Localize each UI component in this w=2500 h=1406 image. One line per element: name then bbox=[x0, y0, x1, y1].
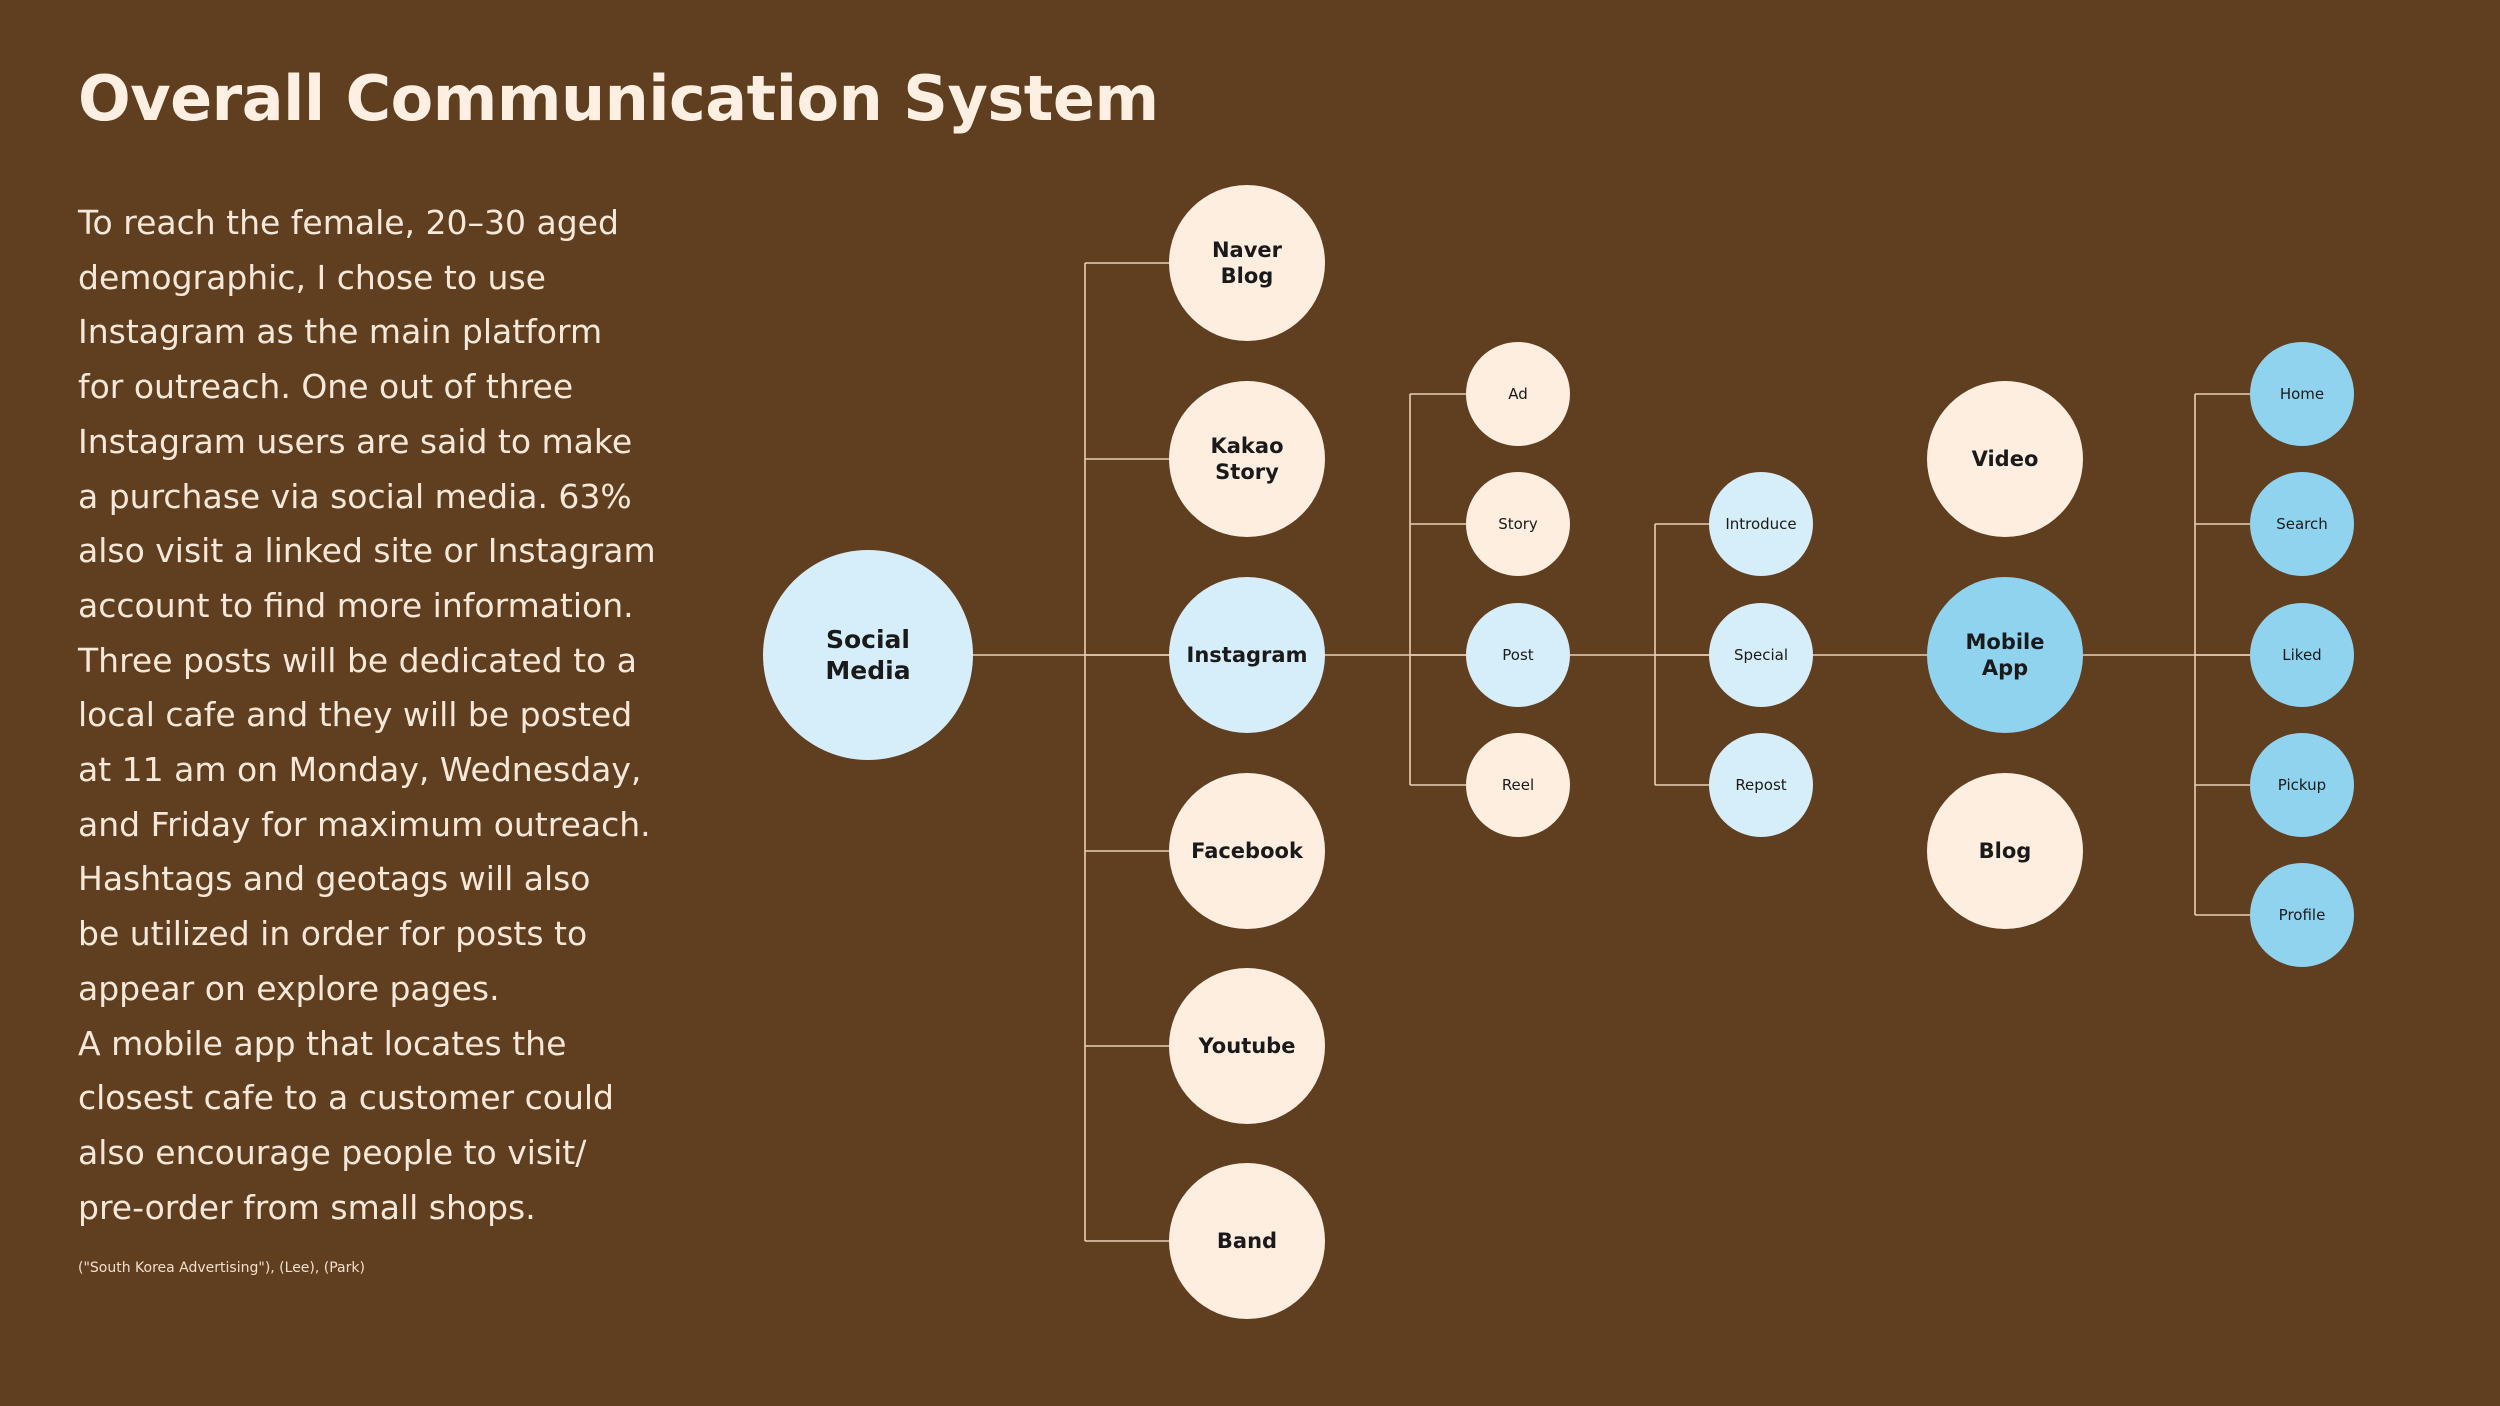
node-circle bbox=[1169, 968, 1325, 1124]
node-label: Pickup bbox=[2278, 776, 2326, 794]
node-circle bbox=[1169, 381, 1325, 537]
node-circle bbox=[1466, 733, 1570, 837]
node-label: Liked bbox=[2282, 646, 2321, 664]
description-line: be utilized in order for posts to bbox=[78, 914, 588, 954]
node-label: Youtube bbox=[1198, 1034, 1296, 1058]
description-line: Instagram users are said to make bbox=[78, 421, 633, 461]
node-label: Profile bbox=[2279, 906, 2326, 924]
node-label: Kakao bbox=[1210, 434, 1283, 458]
node-label: Introduce bbox=[1725, 515, 1796, 533]
node-circle bbox=[1466, 342, 1570, 446]
node-circle bbox=[1169, 773, 1325, 929]
node-circle bbox=[2250, 733, 2354, 837]
node-circle bbox=[1709, 472, 1813, 576]
node-label: Blog bbox=[1221, 264, 1274, 288]
node-circle bbox=[1927, 381, 2083, 537]
node-label: Naver bbox=[1212, 238, 1283, 262]
node-label: Story bbox=[1498, 515, 1538, 533]
node-label: Reel bbox=[1502, 776, 1534, 794]
node-circle bbox=[1927, 773, 2083, 929]
description-line: Hashtags and geotags will also bbox=[78, 859, 591, 899]
node-label: App bbox=[1982, 656, 2028, 680]
node-label: Search bbox=[2276, 515, 2328, 533]
description-line: Instagram as the main platform bbox=[78, 312, 603, 352]
channel-node-video: Video bbox=[1927, 381, 2083, 537]
node-circle bbox=[763, 550, 973, 760]
node-circle bbox=[2250, 863, 2354, 967]
platform-node-youtube: Youtube bbox=[1169, 968, 1325, 1124]
description-line: also encourage people to visit/ bbox=[78, 1132, 587, 1172]
node-circle bbox=[1466, 603, 1570, 707]
node-label: Repost bbox=[1735, 776, 1786, 794]
post-node-repost: Repost bbox=[1709, 733, 1813, 837]
post-node-special: Special bbox=[1709, 603, 1813, 707]
description-line: for outreach. One out of three bbox=[78, 367, 574, 407]
node-label: Story bbox=[1215, 460, 1279, 484]
description-line: a purchase via social media. 63% bbox=[78, 476, 632, 516]
node-circle bbox=[2250, 603, 2354, 707]
platform-node-band: Band bbox=[1169, 1163, 1325, 1319]
platform-node-instagram: Instagram bbox=[1169, 577, 1325, 733]
app-page-node-home: Home bbox=[2250, 342, 2354, 446]
description-line: pre-order from small shops. bbox=[78, 1187, 536, 1227]
format-node-post: Post bbox=[1466, 603, 1570, 707]
node-label: Band bbox=[1217, 1229, 1277, 1253]
description-paragraph: To reach the female, 20–30 aged demograph… bbox=[78, 196, 658, 1235]
app-page-node-search: Search bbox=[2250, 472, 2354, 576]
app-page-node-profile: Profile bbox=[2250, 863, 2354, 967]
description-line: Three posts will be dedicated to a bbox=[78, 640, 637, 680]
description-line: and Friday for maximum outreach. bbox=[78, 804, 651, 844]
node-circle bbox=[1709, 733, 1813, 837]
node-label: Video bbox=[1972, 447, 2039, 471]
node-circle bbox=[2250, 342, 2354, 446]
channel-node-blog: Blog bbox=[1927, 773, 2083, 929]
description-line: at 11 am on Monday, Wednesday, bbox=[78, 750, 642, 790]
description-line: account to find more information. bbox=[78, 585, 634, 625]
node-circle bbox=[1709, 603, 1813, 707]
format-node-ad: Ad bbox=[1466, 342, 1570, 446]
node-circle bbox=[1927, 577, 2083, 733]
format-node-reel: Reel bbox=[1466, 733, 1570, 837]
page-title: Overall Communication System bbox=[78, 62, 1159, 135]
description-line: demographic, I chose to use bbox=[78, 257, 546, 297]
node-label: Post bbox=[1502, 646, 1534, 664]
post-node-introduce: Introduce bbox=[1709, 472, 1813, 576]
node-circle bbox=[2250, 472, 2354, 576]
description-line: To reach the female, 20–30 aged bbox=[78, 203, 619, 242]
node-label: Mobile bbox=[1966, 630, 2045, 654]
diagram-nodes: SocialMediaNaverBlogKakaoStoryInstagramF… bbox=[763, 185, 2354, 1319]
description-line: also visit a linked site or Instagram bbox=[78, 531, 656, 571]
description-line: A mobile app that locates the bbox=[78, 1023, 567, 1063]
connector-lines bbox=[973, 262, 2250, 1242]
citation: ("South Korea Advertising"), (Lee), (Par… bbox=[78, 1260, 365, 1276]
description-line: local cafe and they will be posted bbox=[78, 695, 633, 735]
node-label: Home bbox=[2280, 385, 2324, 403]
node-label: Instagram bbox=[1187, 643, 1308, 667]
node-circle bbox=[1169, 1163, 1325, 1319]
description-line: appear on explore pages. bbox=[78, 968, 500, 1008]
app-page-node-pickup: Pickup bbox=[2250, 733, 2354, 837]
node-circle bbox=[1169, 577, 1325, 733]
node-circle bbox=[1466, 472, 1570, 576]
node-label: Media bbox=[825, 656, 910, 685]
node-label: Special bbox=[1734, 646, 1788, 664]
app-page-node-liked: Liked bbox=[2250, 603, 2354, 707]
description-line: closest cafe to a customer could bbox=[78, 1078, 614, 1118]
node-label: Social bbox=[826, 625, 910, 654]
node-label: Blog bbox=[1979, 839, 2032, 863]
node-label: Ad bbox=[1508, 385, 1528, 403]
format-node-story: Story bbox=[1466, 472, 1570, 576]
platform-node-facebook: Facebook bbox=[1169, 773, 1325, 929]
node-label: Facebook bbox=[1191, 839, 1304, 863]
node-circle bbox=[1169, 185, 1325, 341]
